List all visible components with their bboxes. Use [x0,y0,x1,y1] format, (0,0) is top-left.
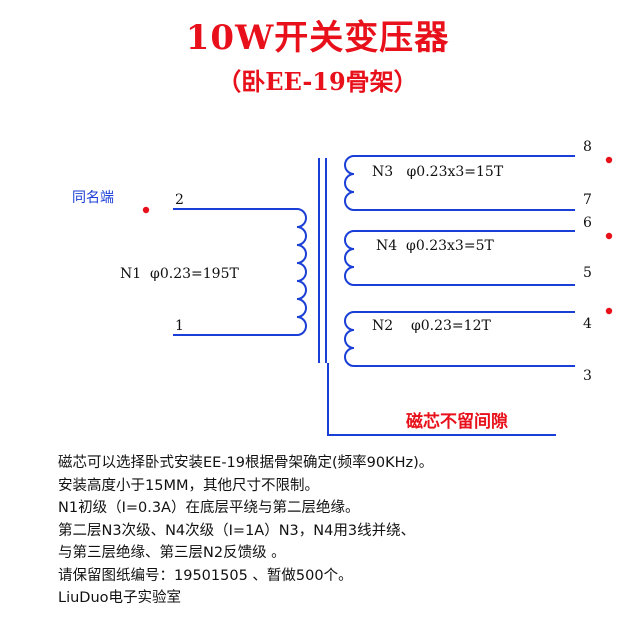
note-line: 与第三层绝缘、第三层N2反馈级 。 [58,545,286,561]
n3-pin-top: 8 [583,139,592,155]
page-subtitle: （卧EE-19骨架） [217,67,418,96]
n4-label: N4 φ0.23x3=5T [376,238,494,254]
note-line: 磁芯可以选择卧式安装EE-19根据骨架确定(频率90KHz)。 [58,455,434,471]
secondary-winding-n2: 4 3 N2 φ0.23=12T [344,307,613,384]
primary-pin-top: 2 [175,192,184,208]
note-line: 安装高度小于15MM，其他尺寸不限制。 [58,477,319,494]
page-title: 10W开关变压器 [185,18,450,58]
secondary-winding-n4: 6 5 N4 φ0.23x3=5T [344,215,613,286]
n4-pin-top: 6 [583,215,592,231]
n2-polarity-dot [605,307,613,315]
note-line: LiuDuo电子实验室 [58,590,182,606]
note-line: 第二层N3次级、N4次级（I=1A）N3，N4用3线并绕、 [58,522,416,539]
n2-pin-top: 4 [583,316,592,332]
same-name-label: 同名端 [72,190,114,206]
primary-pin-bottom: 1 [175,318,184,334]
n2-pin-bottom: 3 [583,368,592,384]
n4-polarity-dot [605,232,613,240]
n3-pin-bottom: 7 [583,192,592,208]
spec-notes: 磁芯可以选择卧式安装EE-19根据骨架确定(频率90KHz)。 安装高度小于15… [58,452,628,610]
primary-polarity-dot [142,206,150,214]
core-note-bracket [327,363,556,436]
n4-pin-bottom: 5 [583,265,592,281]
secondary-winding-n3: 8 7 N3 φ0.23x3=15T [344,139,613,211]
n2-label: N2 φ0.23=12T [372,318,491,334]
n3-label: N3 φ0.23x3=15T [372,164,504,180]
primary-label: N1 φ0.23=195T [120,266,239,282]
core-note: 磁芯不留间隙 [406,411,508,432]
n3-polarity-dot [605,156,613,164]
note-line: 请保留图纸编号：19501505 、暂做500个。 [58,567,353,584]
note-line: N1初级（I=0.3A）在底层平绕与第二层绝缘。 [58,500,360,516]
primary-winding: 2 1 N1 φ0.23=195T [120,192,307,336]
